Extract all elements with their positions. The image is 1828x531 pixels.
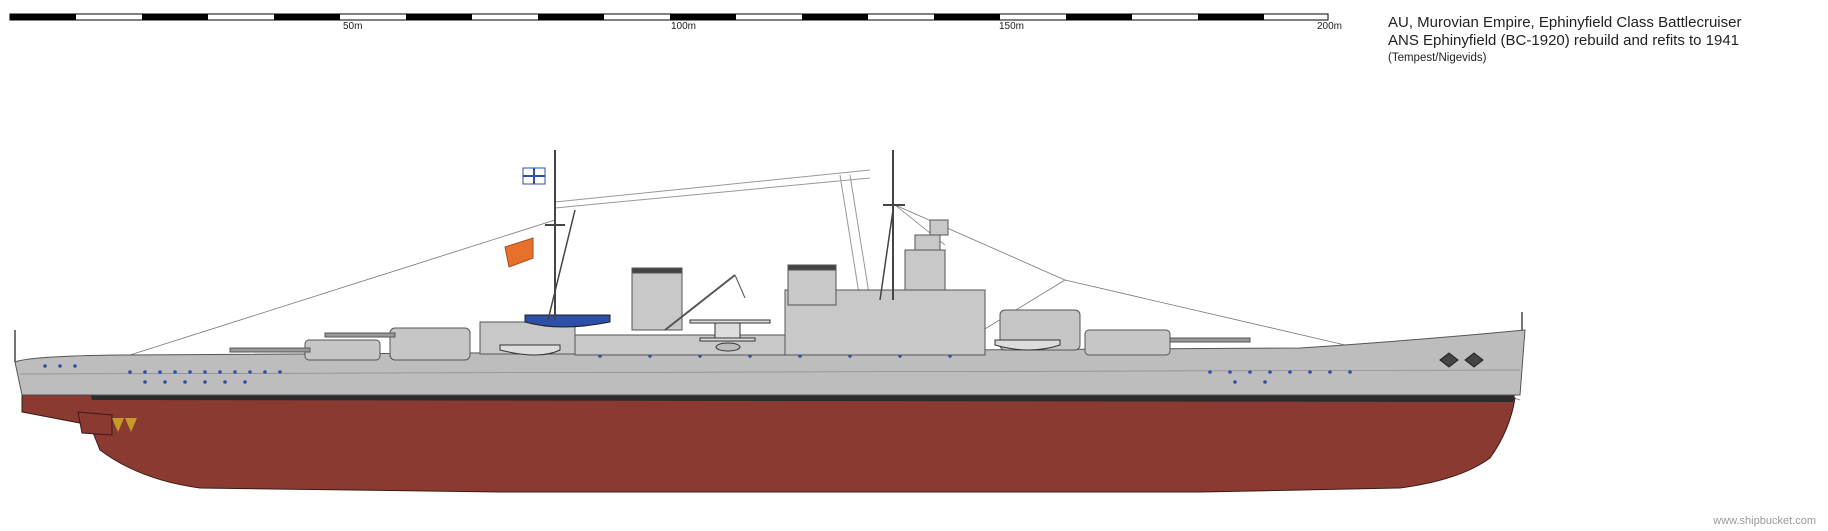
funnels: [631, 264, 837, 331]
scale-bar: 50m 100m 150m 200m: [9, 13, 1342, 32]
upper-hull: [14, 329, 1526, 396]
credit-watermark: www.shipbucket.com: [1713, 515, 1816, 527]
title-line-1: AU, Murovian Empire, Ephinyfield Class B…: [1388, 14, 1742, 31]
ships-boats: [499, 314, 1061, 356]
main-mast: [545, 150, 576, 321]
scale-tick-200m: 200m: [1317, 21, 1342, 32]
ship-profile: [14, 150, 1526, 493]
scale-tick-50m: 50m: [343, 21, 362, 32]
seaplane: [689, 319, 771, 352]
scale-bar-segments: [9, 13, 1329, 21]
main-turrets: [229, 309, 1251, 361]
rudder-props: [77, 411, 137, 436]
bridge-tower: [904, 219, 949, 291]
title-line-3: (Tempest/Nigevids): [1388, 52, 1487, 64]
lower-hull: [21, 394, 1516, 493]
fore-mast: [879, 150, 905, 301]
scale-tick-150m: 150m: [999, 21, 1024, 32]
title-line-2: ANS Ephinyfield (BC-1920) rebuild and re…: [1388, 32, 1740, 49]
title-block: AU, Murovian Empire, Ephinyfield Class B…: [1388, 14, 1741, 66]
crane: [664, 274, 746, 331]
flags: [504, 167, 546, 268]
aerial-wires: [554, 169, 871, 301]
scale-tick-100m: 100m: [671, 21, 696, 32]
anchor-hawse: [1439, 352, 1484, 368]
portholes: [43, 354, 1352, 384]
